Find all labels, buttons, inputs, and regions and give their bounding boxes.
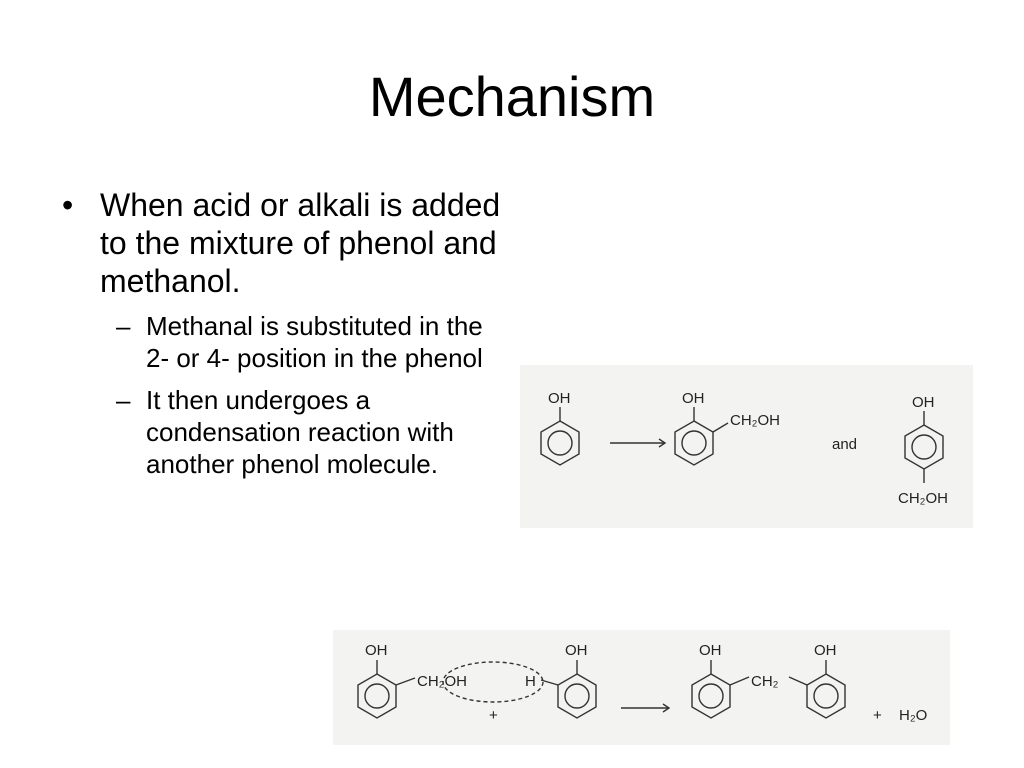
slide-title: Mechanism — [368, 65, 656, 128]
sub-bullet-item: – Methanal is substituted in the 2- or 4… — [62, 310, 502, 374]
ch2-label: CH₂ — [751, 673, 779, 690]
oh-label: OH — [814, 642, 837, 659]
para-product-ring — [904, 424, 944, 470]
plus-sign: + — [873, 707, 882, 724]
reactant2-ring — [557, 673, 597, 719]
ortho-product-ring — [674, 420, 714, 466]
reactant1-ring — [357, 673, 397, 719]
bullet-text: When acid or alkali is added to the mixt… — [100, 187, 501, 299]
product-ring-right — [806, 673, 846, 719]
ch2oh-label: CH₂OH — [417, 673, 467, 690]
oh-label: OH — [365, 642, 388, 659]
ch2oh-label: CH₂OH — [898, 490, 948, 507]
product-ring-left — [691, 673, 731, 719]
sub-bullet-marker: – — [116, 311, 131, 341]
oh-label: OH — [548, 390, 571, 407]
bullet-marker: • — [62, 187, 74, 223]
sub-bullet-text: Methanal is substituted in the 2- or 4- … — [146, 311, 483, 373]
bullet-item: • When acid or alkali is added to the mi… — [62, 186, 502, 300]
sub-bullet-text: It then undergoes a condensation reactio… — [146, 385, 454, 479]
oh-label: OH — [682, 390, 705, 407]
ch2oh-label: CH₂OH — [730, 412, 780, 429]
oh-label: OH — [912, 394, 935, 411]
condensation-reaction-figure: OH CH₂OH H + OH OH CH₂ OH + H₂O — [333, 630, 950, 745]
substitution-reaction-figure: OH OH CH₂OH and OH CH₂OH — [520, 365, 973, 528]
plus-sign: + — [489, 707, 498, 724]
bullet-list: • When acid or alkali is added to the mi… — [62, 186, 502, 480]
phenol-ring — [540, 420, 580, 466]
oh-label: OH — [565, 642, 588, 659]
water-elimination-ellipse — [442, 661, 544, 703]
h-label: H — [525, 673, 536, 690]
sub-bullet-marker: – — [116, 385, 131, 415]
and-label: and — [832, 436, 857, 453]
oh-label: OH — [699, 642, 722, 659]
sub-bullet-item: – It then undergoes a condensation react… — [62, 384, 502, 480]
water-label: H₂O — [899, 707, 927, 724]
